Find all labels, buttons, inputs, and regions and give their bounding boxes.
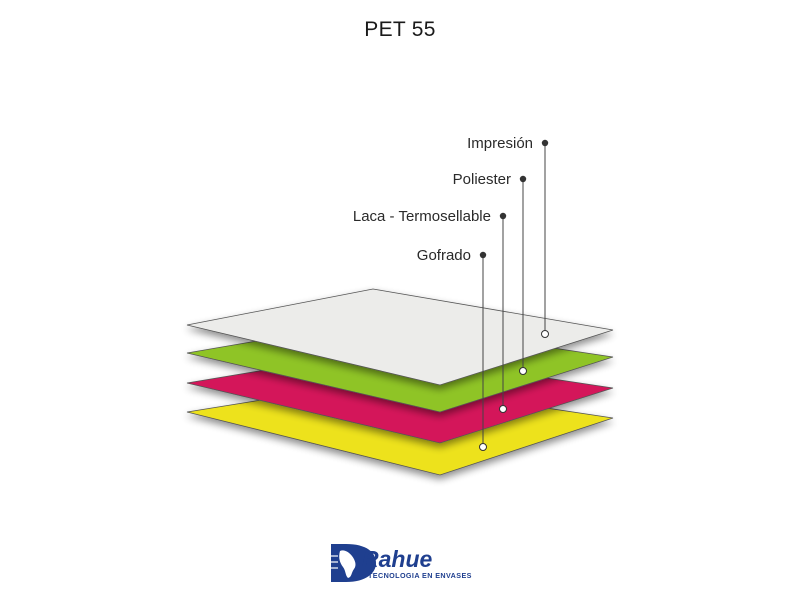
label-dot-poliester — [519, 175, 527, 183]
anchor-dot-laca — [499, 405, 507, 413]
anchor-dot-poliester — [519, 367, 527, 375]
logo-name: Rahue — [362, 546, 433, 572]
label-dot-gofrado — [479, 251, 487, 259]
rahue-logo-mark — [331, 544, 376, 582]
anchor-dot-gofrado — [479, 443, 487, 451]
label-dot-laca — [499, 212, 507, 220]
logo-tagline: TECNOLOGIA EN ENVASES — [368, 571, 472, 580]
label-poliester: Poliester — [453, 171, 511, 188]
anchor-dot-impresion — [541, 330, 549, 338]
label-laca-termosellable: Laca - Termosellable — [353, 208, 491, 225]
label-impresion: Impresión — [467, 135, 533, 152]
layer-sheet-impresion — [186, 288, 614, 386]
label-gofrado: Gofrado — [417, 247, 471, 264]
page-title: PET 55 — [364, 18, 436, 41]
label-dot-impresion — [541, 139, 549, 147]
rahue-logo: Rahue TECNOLOGIA EN ENVASES — [331, 544, 472, 582]
